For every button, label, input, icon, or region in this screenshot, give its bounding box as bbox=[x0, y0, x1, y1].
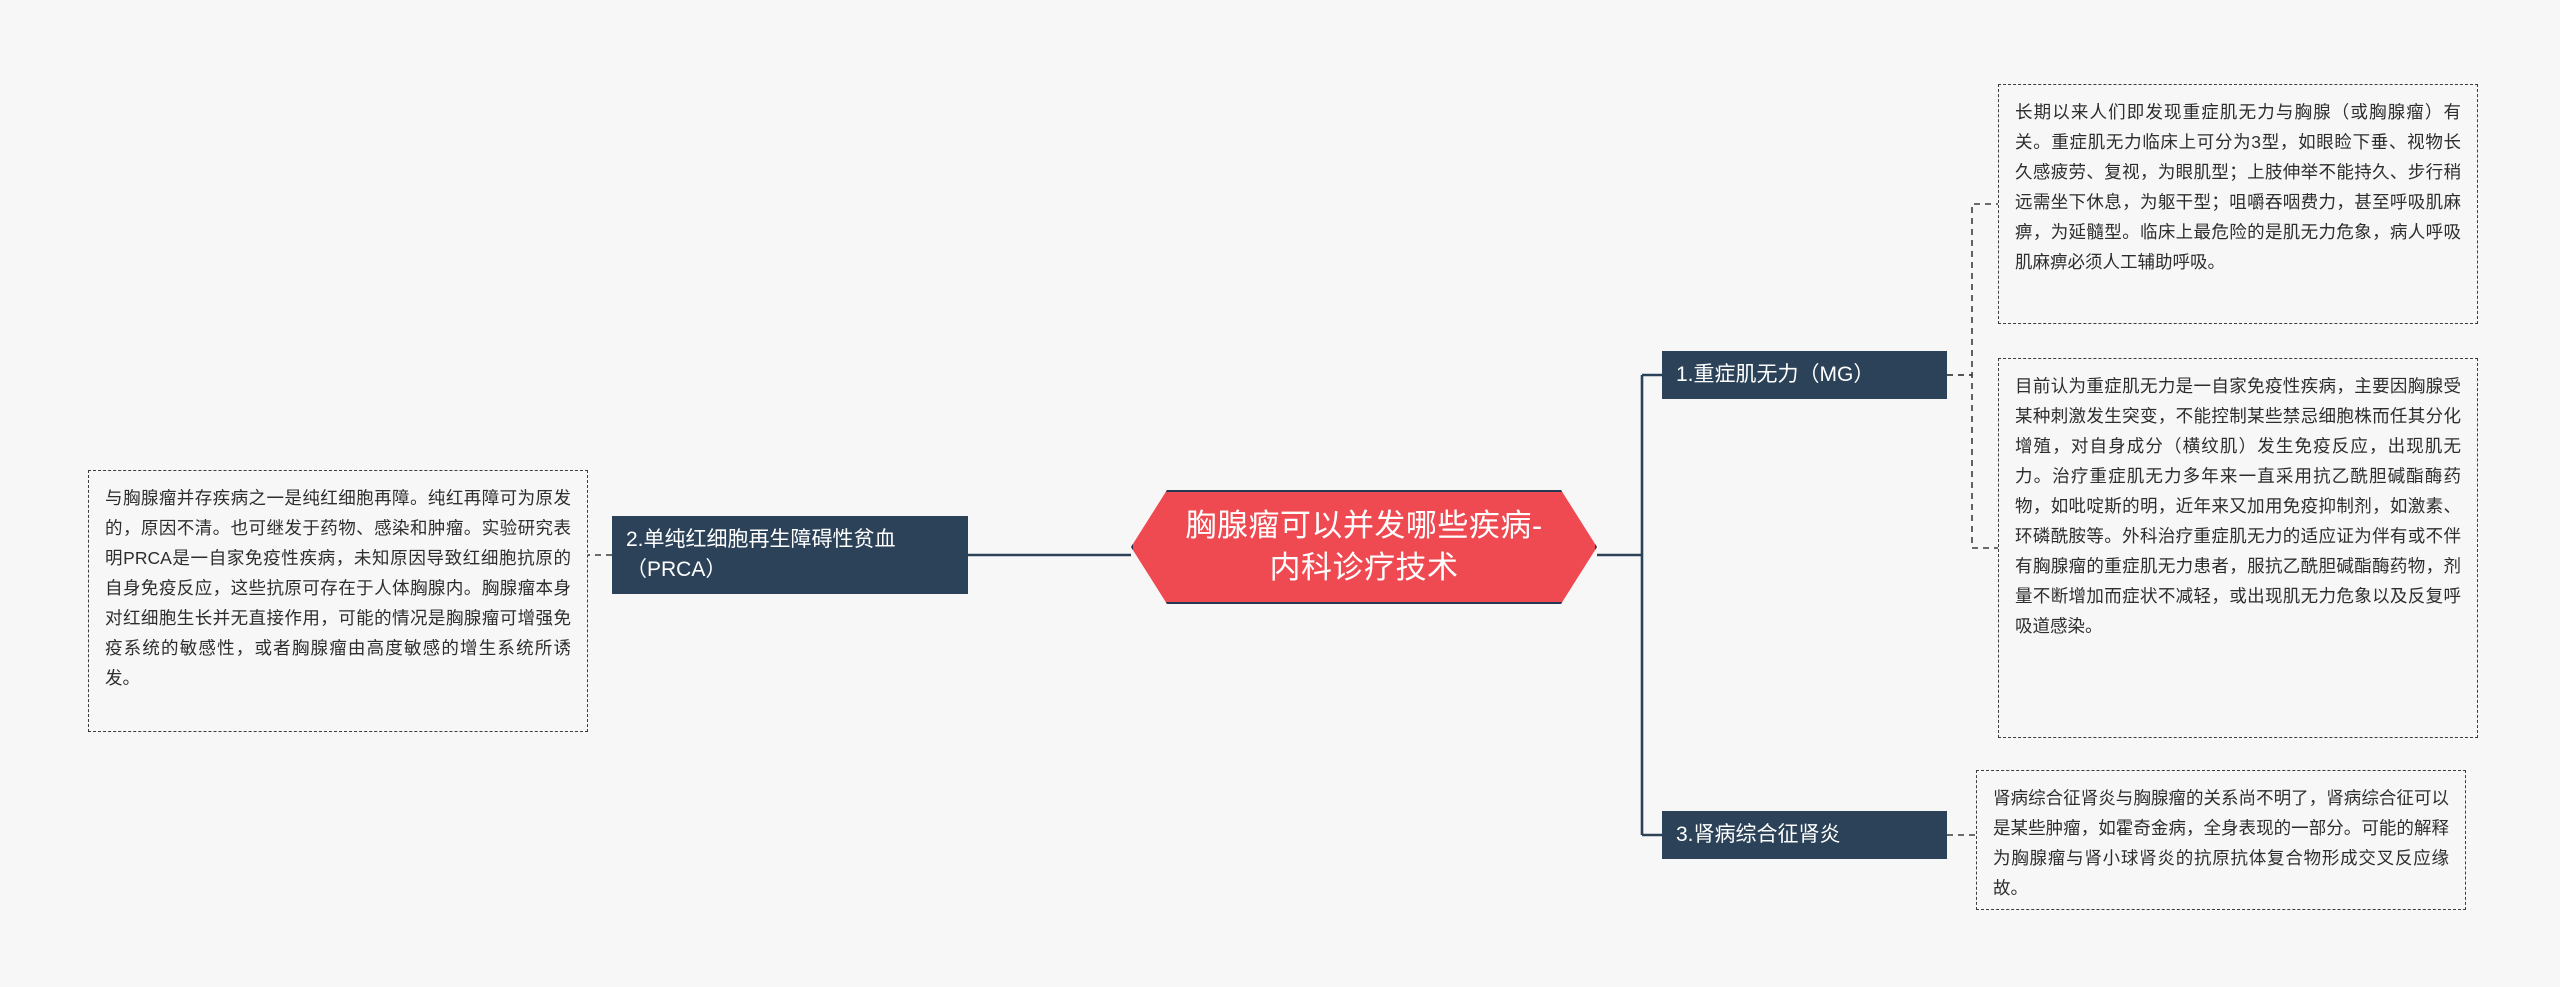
connector-mg-to-note1 bbox=[1947, 203, 1998, 376]
center-topic-label: 胸腺瘤可以并发哪些疾病-内科诊疗技术 bbox=[1185, 508, 1543, 585]
note-mg-2: 目前认为重症肌无力是一自家免疫性疾病，主要因胸腺受某种刺激发生突变，不能控制某些… bbox=[1998, 358, 2478, 738]
branch-node-mg[interactable]: 1.重症肌无力（MG） bbox=[1662, 351, 1947, 399]
branch-node-prca[interactable]: 2.单纯红细胞再生障碍性贫血（PRCA） bbox=[612, 516, 968, 594]
note-prca: 与胸腺瘤并存疾病之一是纯红细胞再障。纯红再障可为原发的，原因不清。也可继发于药物… bbox=[88, 470, 588, 732]
branch-label-mg: 1.重症肌无力（MG） bbox=[1676, 363, 1875, 386]
note-mg-1: 长期以来人们即发现重症肌无力与胸腺（或胸腺瘤）有关。重症肌无力临床上可分为3型，… bbox=[1998, 84, 2478, 324]
branch-label-prca: 2.单纯红细胞再生障碍性贫血（PRCA） bbox=[626, 528, 896, 581]
branch-label-kidney: 3.肾病综合征肾炎 bbox=[1676, 823, 1841, 846]
branch-node-kidney[interactable]: 3.肾病综合征肾炎 bbox=[1662, 811, 1947, 859]
connector-mg-to-note2 bbox=[1947, 374, 1998, 549]
center-topic-node[interactable]: 胸腺瘤可以并发哪些疾病-内科诊疗技术 bbox=[1131, 490, 1597, 604]
note-kidney: 肾病综合征肾炎与胸腺瘤的关系尚不明了，肾病综合征可以是某些肿瘤，如霍奇金病，全身… bbox=[1976, 770, 2466, 910]
